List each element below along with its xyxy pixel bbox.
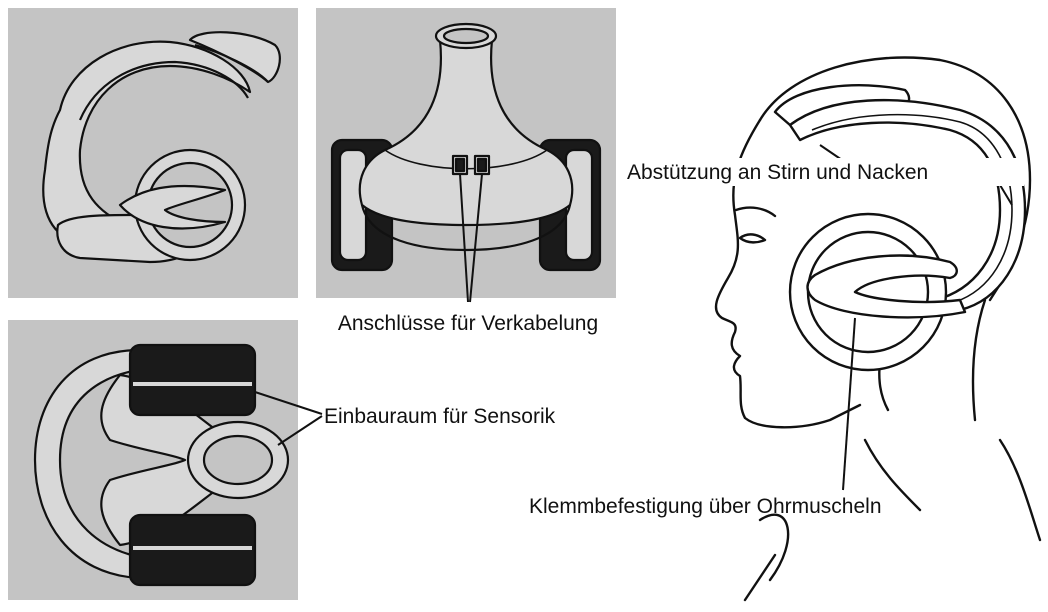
center-oval-inner	[204, 436, 272, 484]
top-ring-inner	[444, 29, 488, 43]
shoulder-back	[1000, 440, 1040, 540]
connector-left-port	[456, 159, 464, 171]
upper-sensor-pad	[130, 345, 255, 415]
headset-worn-drawing	[775, 85, 1025, 370]
eyebrow	[736, 208, 775, 216]
panel-top-view	[8, 320, 298, 600]
connector-right-port	[478, 159, 486, 171]
eye	[740, 234, 765, 242]
label-ear-clamp: Klemmbefestigung über Ohrmuscheln	[529, 495, 882, 518]
label-sensor-space: Einbauraum für Sensorik	[324, 405, 556, 428]
neck-back	[973, 300, 985, 420]
label-connectors: Anschlüsse für Verkabelung	[338, 312, 598, 335]
leader-forehead	[820, 145, 842, 160]
label-forehead-neck-support: Abstützung an Stirn und Nacken	[627, 161, 928, 184]
panel-side-view	[8, 8, 298, 298]
